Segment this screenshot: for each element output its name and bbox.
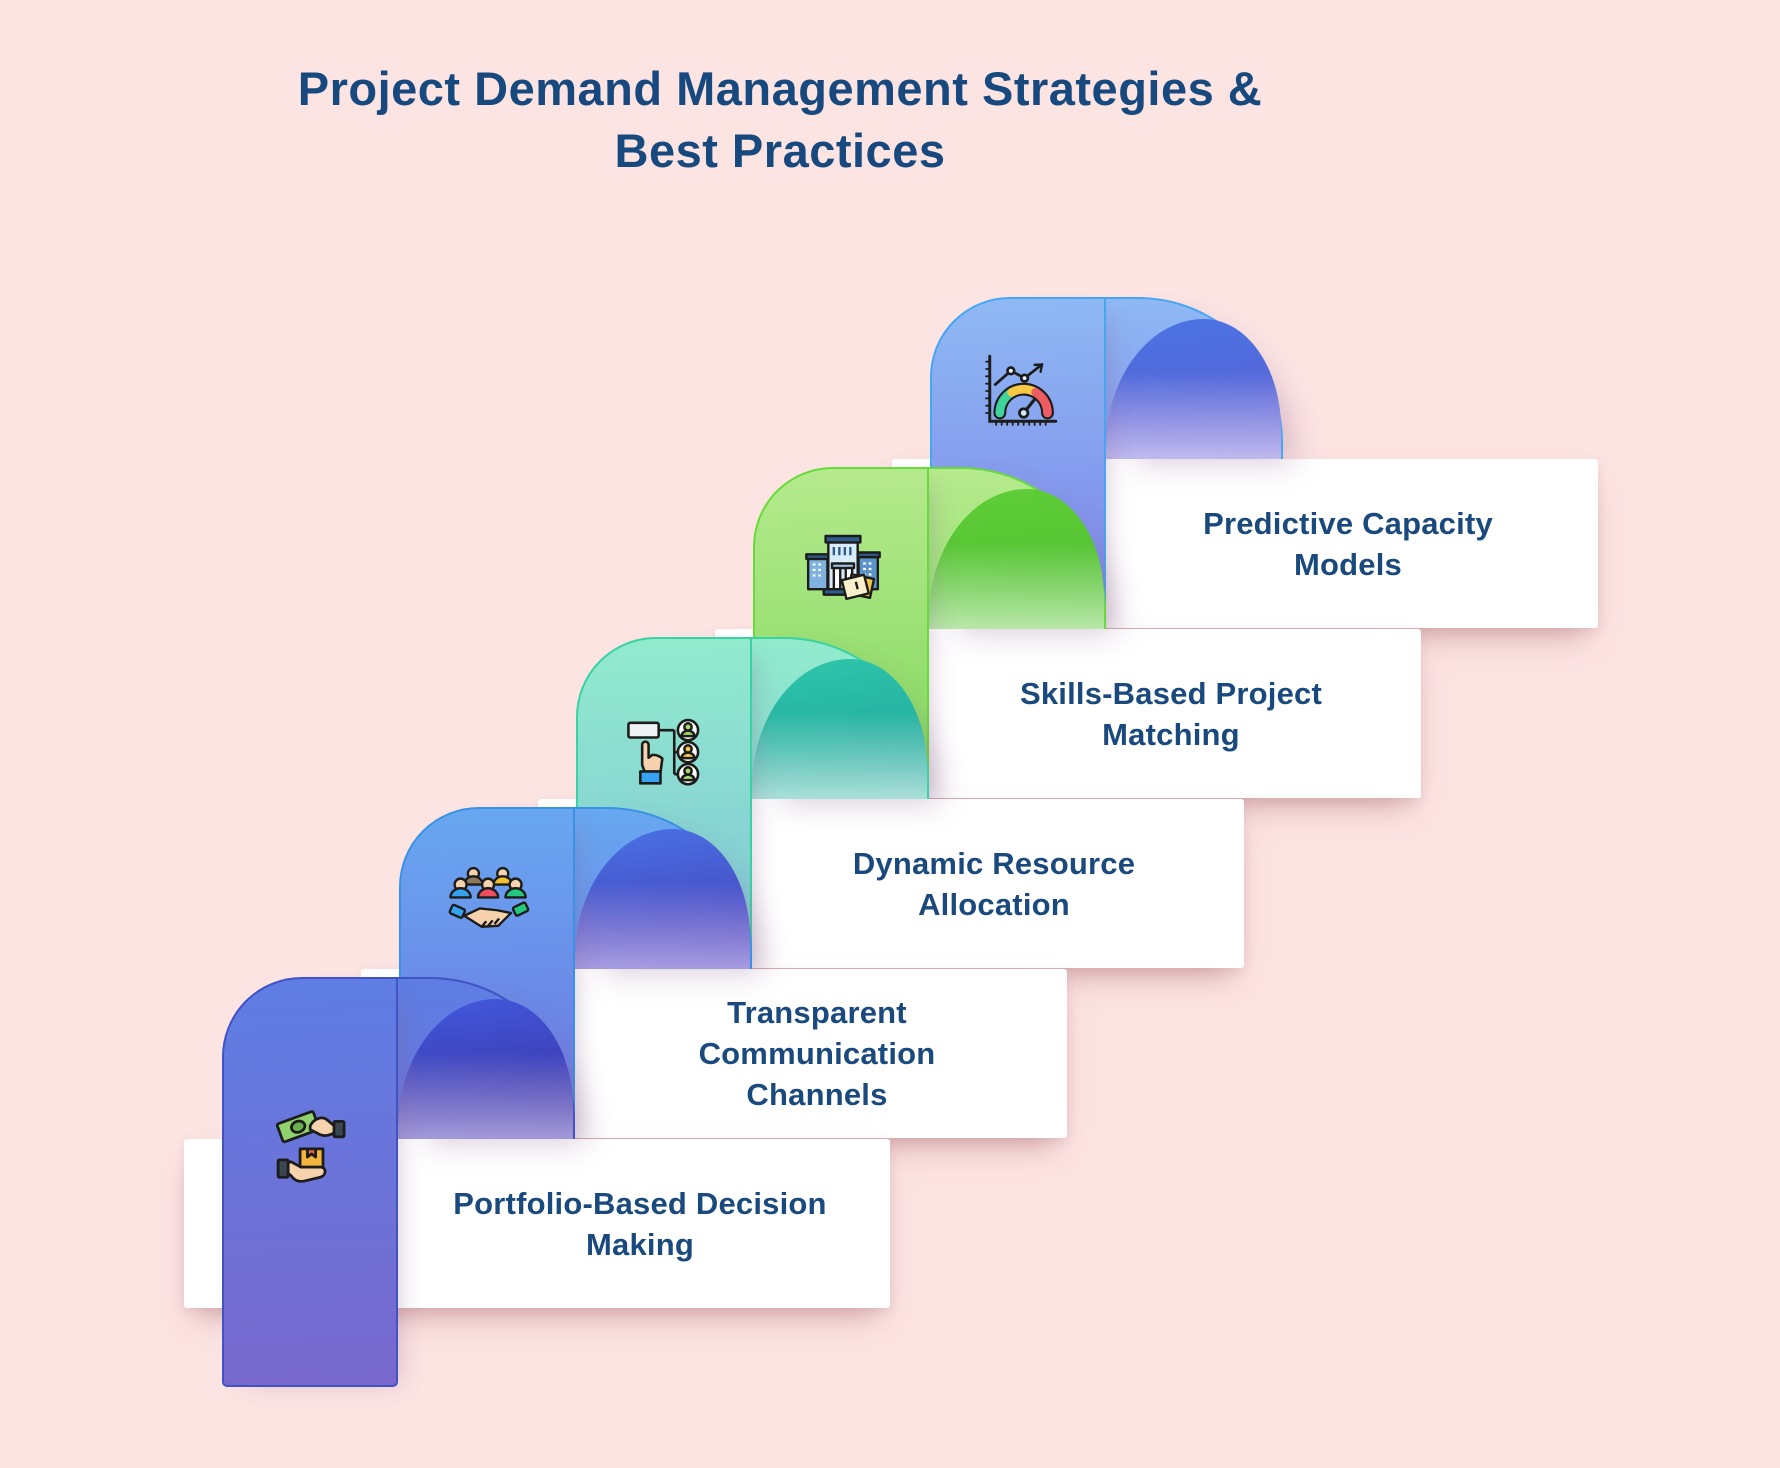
gauge-chart-icon	[985, 354, 1058, 426]
arch-leg	[222, 977, 398, 1387]
arch-tunnel-interior	[398, 999, 573, 1139]
strategy-label-line: Dynamic Resource	[852, 845, 1136, 881]
strategy-label-line: Communication	[698, 1036, 936, 1071]
strategy-label-line: Portfolio-Based Decision	[453, 1185, 827, 1221]
arch-tunnel	[929, 467, 1106, 629]
strategy-label-line: Skills-Based Project	[1019, 675, 1323, 711]
arch-tunnel	[575, 807, 752, 969]
strategy-label-line: Making	[585, 1226, 694, 1262]
arch-tunnel-interior	[575, 829, 750, 969]
building-documents-icon	[805, 534, 881, 601]
strategy-label-line: Matching	[1102, 716, 1240, 752]
money-exchange-icon	[275, 1110, 346, 1183]
strategy-label-line: Allocation	[918, 886, 1070, 922]
gauge-chart-icon	[976, 347, 1064, 435]
people-handshake-icon	[448, 866, 530, 928]
arch-tunnel	[398, 977, 575, 1139]
arch-tunnel	[752, 637, 929, 799]
strategy-label-line: Channels	[746, 1077, 888, 1112]
org-chart-hand-icon	[627, 718, 700, 786]
arch-tunnel-interior	[752, 659, 927, 799]
arch-tunnel	[1106, 297, 1283, 459]
org-chart-hand-icon	[622, 710, 710, 798]
strategy-label-line: Predictive Capacity	[1203, 505, 1493, 541]
strategy-label-line: Transparent	[727, 995, 907, 1030]
arch-tunnel-interior	[929, 489, 1104, 629]
arch-tunnel-interior	[1106, 319, 1281, 459]
money-exchange-icon	[268, 1103, 356, 1191]
arch-shape	[222, 977, 575, 1387]
strategy-label-line: Models	[1293, 546, 1402, 582]
page-title-line-1: Project Demand Management Strategies &	[297, 62, 1263, 115]
building-documents-icon	[799, 525, 887, 613]
page-title-line-2: Best Practices	[614, 124, 946, 177]
page-title: Project Demand Management Strategies & B…	[0, 58, 1560, 182]
people-handshake-icon	[445, 858, 533, 946]
